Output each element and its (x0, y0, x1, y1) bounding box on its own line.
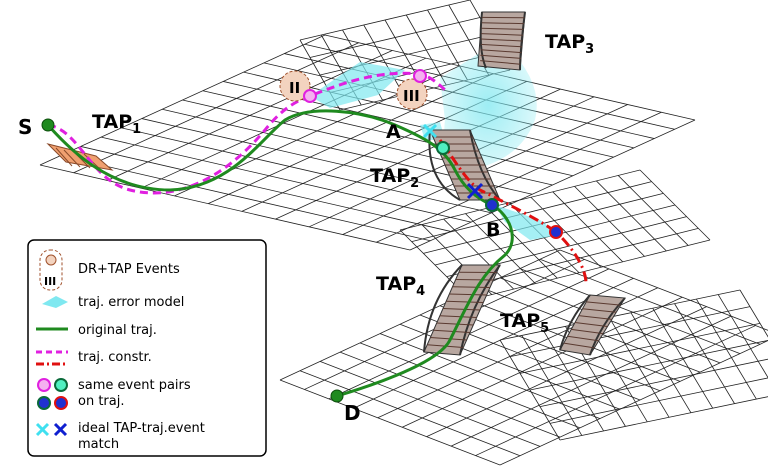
stair-step (480, 54, 522, 59)
legend-label-event-pairs: same event pairs (78, 378, 191, 393)
stair-step (578, 315, 612, 320)
stair-step (481, 33, 524, 36)
stair-step (563, 342, 595, 349)
event-iii-label: III (403, 87, 420, 105)
tap1-label: TAP1 (92, 111, 141, 137)
ideal-match-x-blue (466, 182, 484, 200)
stair-step (480, 43, 523, 48)
stair-step (481, 27, 524, 30)
tap2-label: TAP2 (370, 165, 419, 191)
legend-label-events: DR+TAP Events (78, 262, 180, 277)
legend-label-constructed: traj. constr. (78, 350, 152, 365)
point-b-label: B (486, 219, 500, 241)
tap3-staircase (477, 11, 526, 71)
stair-step (480, 38, 523, 42)
event-pair-dot-magenta-2 (413, 69, 427, 83)
stair-step (582, 308, 617, 313)
legend-label-error-model: traj. error model (78, 295, 184, 310)
start-point (41, 118, 55, 132)
event-ii-bubble: II (279, 70, 311, 102)
stair-step (442, 308, 481, 311)
stair-step (480, 49, 522, 54)
event-iii-bubble: III (396, 78, 428, 110)
legend-label-ideal-match-2: match (78, 437, 119, 452)
stair-step (452, 286, 491, 288)
original-trajectory (46, 109, 514, 398)
stair-step (586, 301, 621, 306)
stair-step (481, 22, 525, 25)
legend-event-pair-icon (37, 378, 68, 410)
event-ii-label: II (289, 79, 300, 97)
error-model-region-ii (310, 62, 405, 108)
stair-step (436, 322, 474, 326)
lower-floor-grid (279, 249, 768, 466)
tap3-label: TAP3 (545, 31, 594, 57)
event-pair-dot-cyan (436, 141, 450, 155)
stair-step (433, 329, 471, 333)
start-label: S (18, 115, 32, 139)
tap5-staircase (559, 294, 626, 356)
tap4-label: TAP4 (376, 273, 425, 299)
ideal-match-x-cyan (422, 123, 438, 139)
point-a-label: A (386, 121, 401, 143)
tap4-staircase (423, 264, 501, 356)
stair-step (574, 322, 608, 327)
event-pair-dot-magenta-1 (303, 89, 317, 103)
legend-label-event-pairs-2: on traj. (78, 394, 124, 409)
stair-step (446, 300, 484, 303)
stair-step (571, 328, 604, 335)
legend-label-original: original traj. (78, 323, 157, 338)
legend-x-mark-icon (35, 422, 68, 437)
destination-point (330, 389, 344, 403)
destination-label: D (344, 401, 361, 425)
stair-step (455, 279, 494, 281)
stair-step (480, 60, 521, 65)
error-model-region-b (495, 205, 560, 240)
stair-step (439, 315, 477, 318)
stair-step (567, 335, 599, 342)
stair-step (430, 337, 467, 341)
svg-text:III: III (44, 275, 56, 288)
legend: III DR+TAP Events traj. error model orig… (27, 239, 267, 457)
stair-step (449, 293, 487, 296)
tap5-label: TAP5 (500, 310, 549, 336)
legend-label-ideal-match: ideal TAP-traj.event (78, 421, 205, 436)
legend-error-model-icon (42, 296, 68, 308)
legend-event-icon: III (39, 249, 63, 291)
event-pair-dot-red (549, 225, 563, 239)
constructed-trajectory-red (438, 139, 588, 283)
lower-right-floor-grid (499, 289, 768, 441)
event-pair-dot-blue (485, 198, 499, 212)
